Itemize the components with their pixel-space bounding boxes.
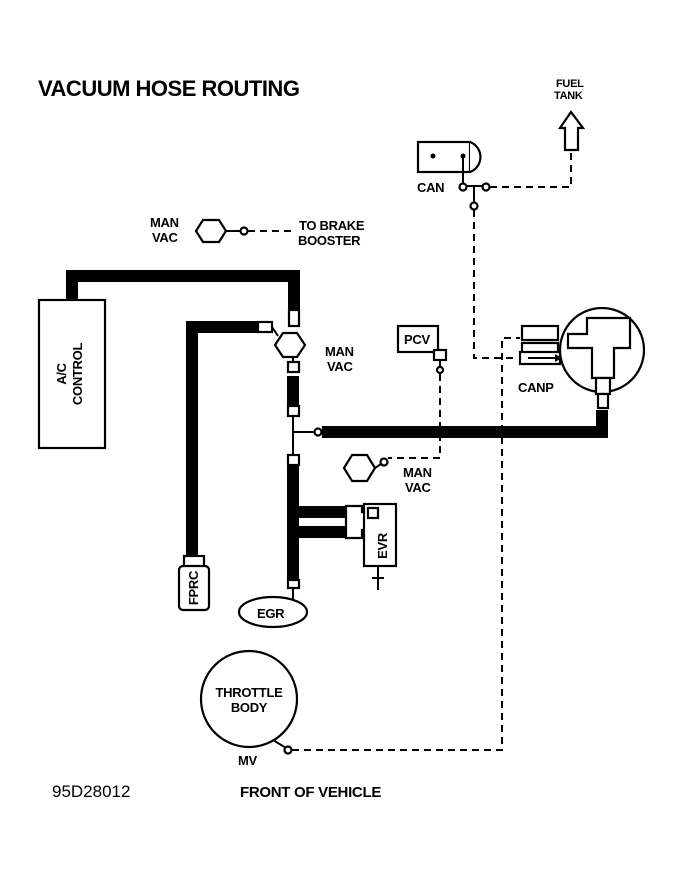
man-vac-lower-label-line1: MAN: [403, 465, 432, 480]
egr-label: EGR: [257, 606, 285, 621]
ac-control-label-line2: CONTROL: [70, 343, 85, 406]
hose-ac-control: [66, 270, 300, 314]
hose-manifold-to-canp: [322, 410, 608, 438]
figure-code: 95D28012: [52, 782, 130, 801]
manifold-vac-brake-icon: [194, 218, 228, 244]
manifold-vac-tee-icon: [273, 331, 307, 359]
man-vac-brake-label-line1: MAN: [150, 215, 179, 230]
manifold-vac-lower-icon: [342, 453, 377, 483]
hose-fprc: [186, 321, 264, 560]
ac-control-box: [37, 298, 107, 450]
hose-can-to-fuel-tank: [490, 152, 572, 188]
hose-throttle-to-canp: [292, 337, 520, 751]
hose-can-to-canp: [473, 210, 518, 359]
front-of-vehicle-label: FRONT OF VEHICLE: [240, 784, 381, 801]
to-brake-label-line2: BOOSTER: [298, 233, 361, 248]
egr-valve: [237, 595, 309, 629]
pcv-valve: [396, 324, 440, 354]
fuel-tank-label-line2: TANK: [554, 90, 583, 102]
fprc-box: [177, 564, 211, 612]
man-vac-tee-label-line2: VAC: [327, 359, 353, 374]
canp-label: CANP: [518, 380, 554, 395]
evr-label: EVR: [375, 532, 390, 559]
diagram-title: VACUUM HOSE ROUTING: [38, 76, 299, 101]
fuel-tank-label-line1: FUEL: [556, 78, 584, 90]
ac-control-label-line1: A/C: [54, 362, 69, 384]
pcv-label: PCV: [404, 332, 430, 347]
throttle-body: [199, 649, 299, 749]
fprc-label: FPRC: [186, 570, 201, 605]
canister-label: CAN: [417, 180, 444, 195]
mv-label: MV: [238, 753, 258, 768]
fuel-tank-arrow-icon: [557, 110, 586, 152]
throttle-body-label-line2: BODY: [231, 700, 268, 715]
man-vac-brake-label-line2: VAC: [152, 230, 178, 245]
man-vac-lower-label-line2: VAC: [405, 480, 431, 495]
canister-icon: [416, 140, 482, 174]
throttle-body-label-line1: THROTTLE: [216, 685, 284, 700]
to-brake-label-line1: TO BRAKE: [299, 218, 365, 233]
man-vac-tee-label-line1: MAN: [325, 344, 354, 359]
hose-pcv-to-manvac: [388, 374, 441, 459]
